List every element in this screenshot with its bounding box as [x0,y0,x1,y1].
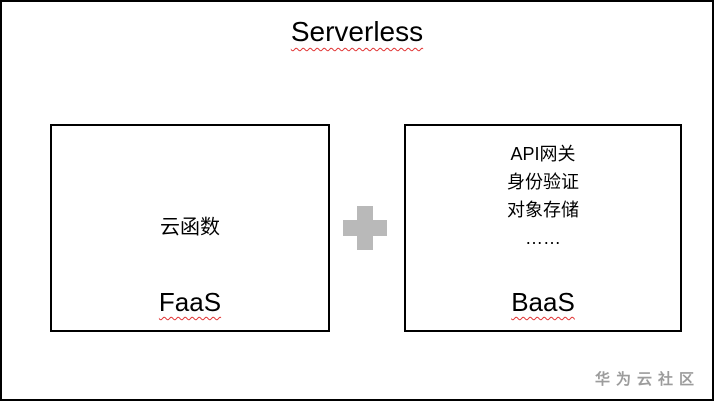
baas-item-ellipsis: …… [525,228,561,248]
watermark-huawei-cloud-community: 华为云社区 [594,371,700,388]
faas-box: 云函数 FaaS [50,124,330,332]
faas-content-label: 云函数 [160,216,220,239]
baas-item-list: API网关 身份验证 对象存储 …… [406,140,680,252]
baas-box: API网关 身份验证 对象存储 …… BaaS [404,124,682,332]
baas-item-authentication: 身份验证 [507,172,579,192]
diagram-title: Serverless [290,16,424,47]
baas-item-object-storage: 对象存储 [507,200,579,220]
faas-box-label: FaaS [158,287,222,317]
plus-icon [343,206,387,250]
baas-box-label: BaaS [511,287,575,317]
baas-item-api-gateway: API网关 [510,144,576,164]
